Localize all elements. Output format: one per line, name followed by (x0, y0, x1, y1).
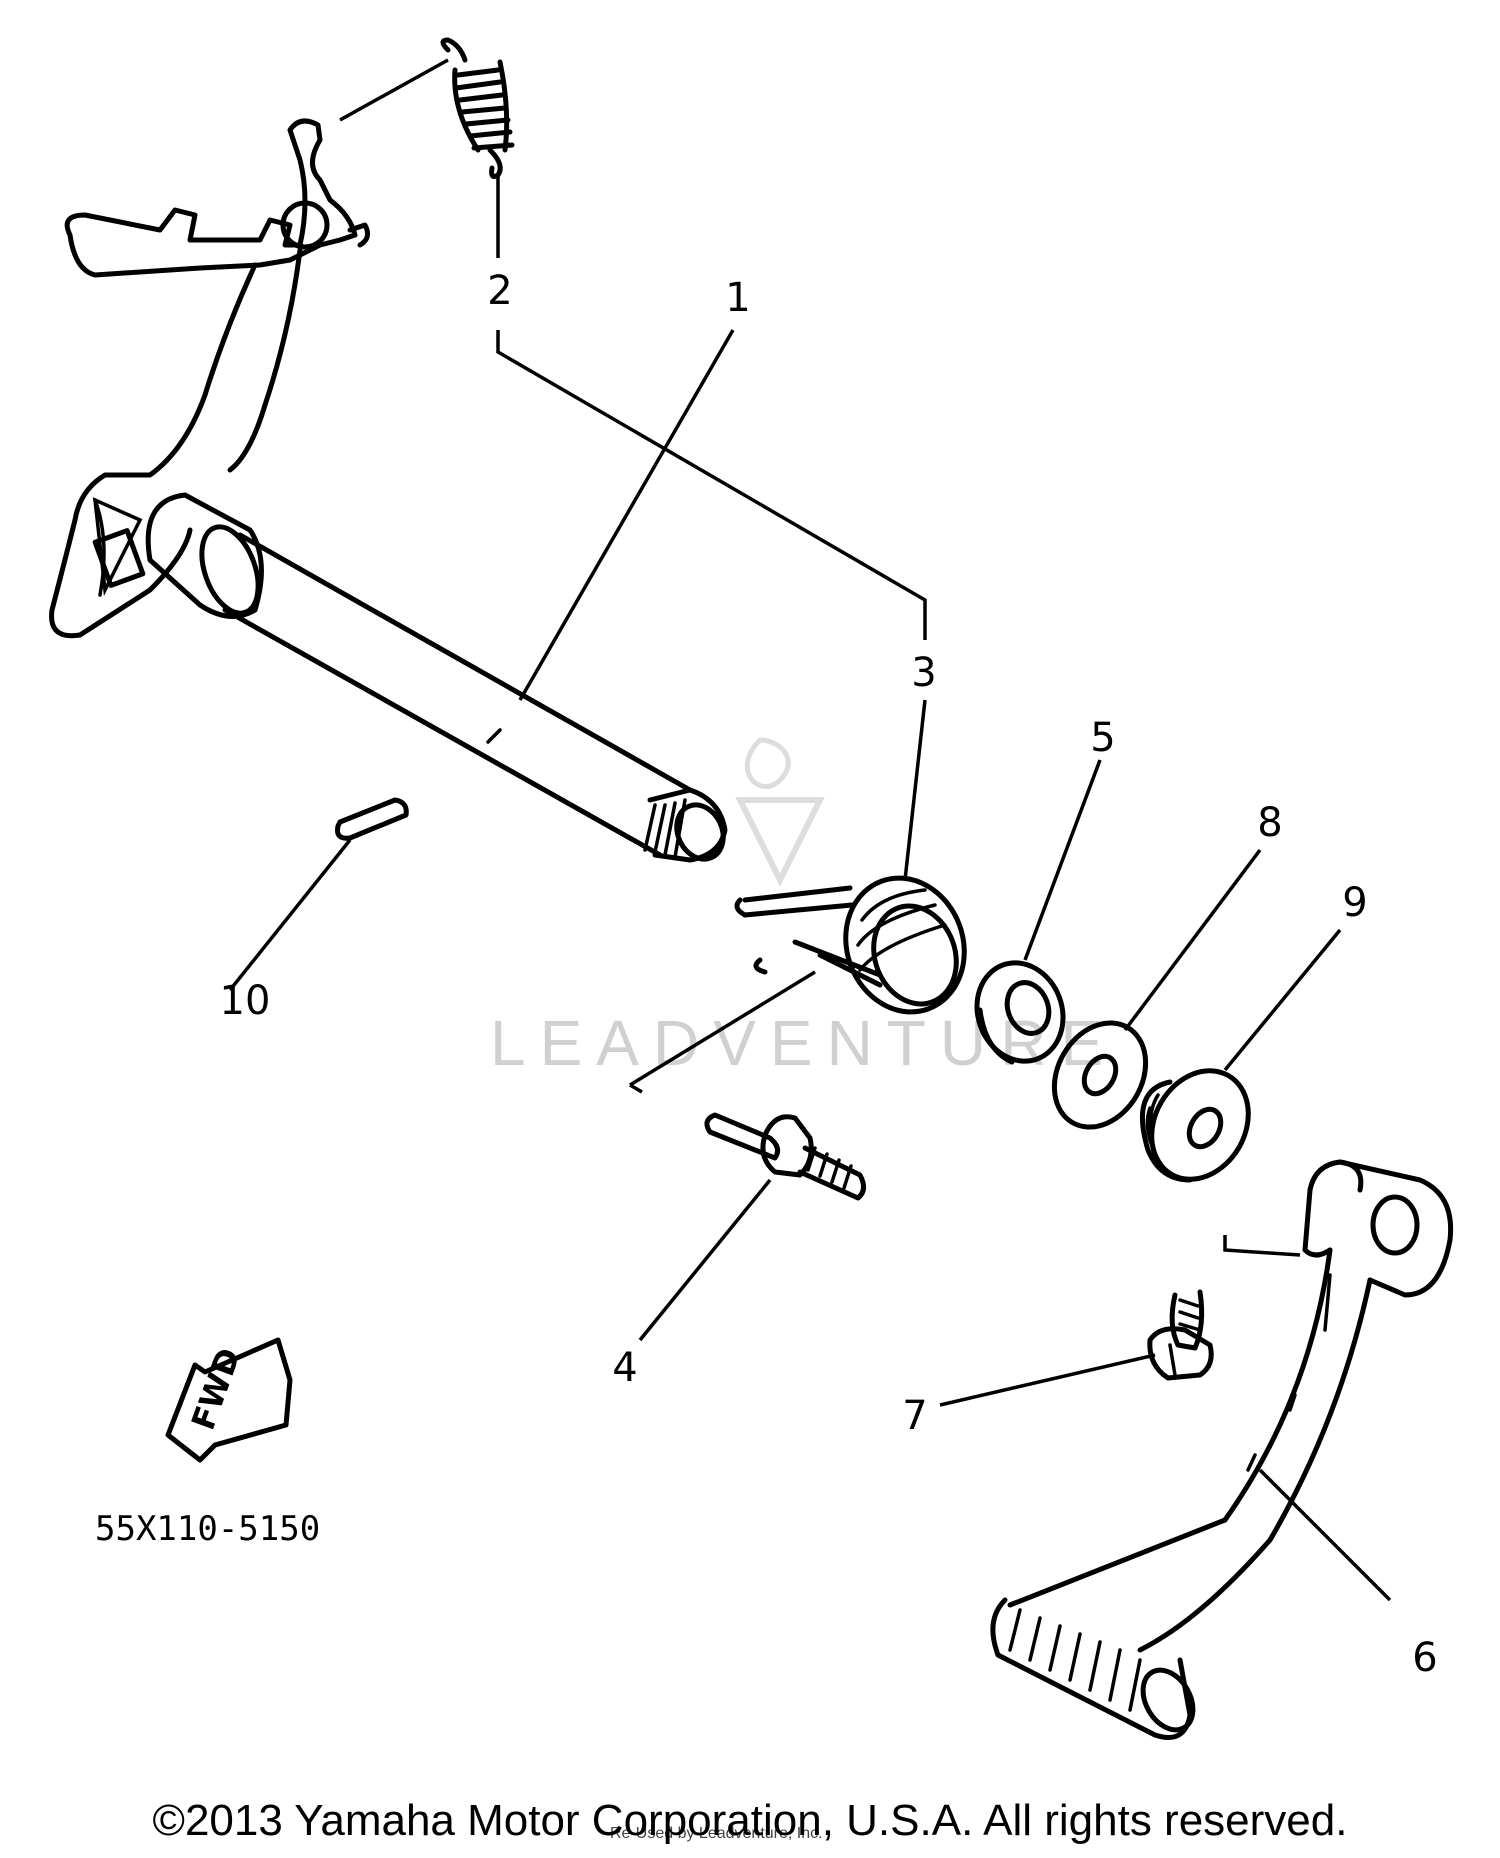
part-4-stud-bolt (704, 1112, 866, 1201)
callout-4: 4 (612, 1345, 637, 1391)
leader-4-top (629, 970, 816, 1094)
callout-1: 1 (725, 275, 750, 321)
part-3-torsion-spring (734, 875, 967, 1015)
callouts: 2 1 3 5 8 9 10 4 7 6 (220, 268, 1438, 1681)
leader-2-3 (496, 330, 927, 640)
callout-2: 2 (487, 268, 512, 314)
leader-7-pedal (1223, 1235, 1301, 1257)
part-10-pin (335, 797, 409, 841)
fwd-label: FWD (184, 1343, 248, 1435)
callout-8: 8 (1257, 800, 1282, 846)
part-5-oil-seal (974, 960, 1066, 1065)
diagram-part-code: 55X110-5150 (95, 1509, 320, 1549)
leader-4 (638, 1178, 772, 1342)
leader-7 (939, 1353, 1156, 1407)
callout-10: 10 (220, 978, 271, 1024)
leader-6 (1258, 1468, 1392, 1602)
callout-9: 9 (1342, 880, 1367, 926)
part-1-shift-shaft (49, 118, 728, 863)
callout-6: 6 (1412, 1635, 1437, 1681)
leader-8 (1123, 848, 1262, 1032)
leader-3 (903, 699, 927, 881)
leader-1 (518, 329, 735, 701)
watermark-credit: Re-Used by Leadventure, Inc. (610, 1825, 823, 1842)
watermark-brand-text: LEADVENTURE (490, 1007, 1117, 1079)
part-7-bolt (1147, 1289, 1214, 1381)
callout-3: 3 (911, 650, 936, 696)
copyright-notice: ©2013 Yamaha Motor Corporation, U.S.A. A… (152, 1796, 1348, 1845)
callout-7: 7 (902, 1393, 927, 1439)
fwd-arrow-icon: FWD (165, 1337, 293, 1463)
leader-10 (228, 838, 352, 992)
leadventure-watermark: LEADVENTURE (490, 737, 1117, 1079)
leader-5 (1023, 759, 1102, 961)
part-9-bushing (1139, 1068, 1251, 1183)
leader-lines (228, 58, 1392, 1602)
part-2-spring (440, 37, 515, 179)
leader-2-top (339, 58, 449, 122)
part-6-shift-pedal (990, 1159, 1454, 1740)
callout-5: 5 (1090, 715, 1115, 761)
leader-9 (1223, 928, 1342, 1072)
